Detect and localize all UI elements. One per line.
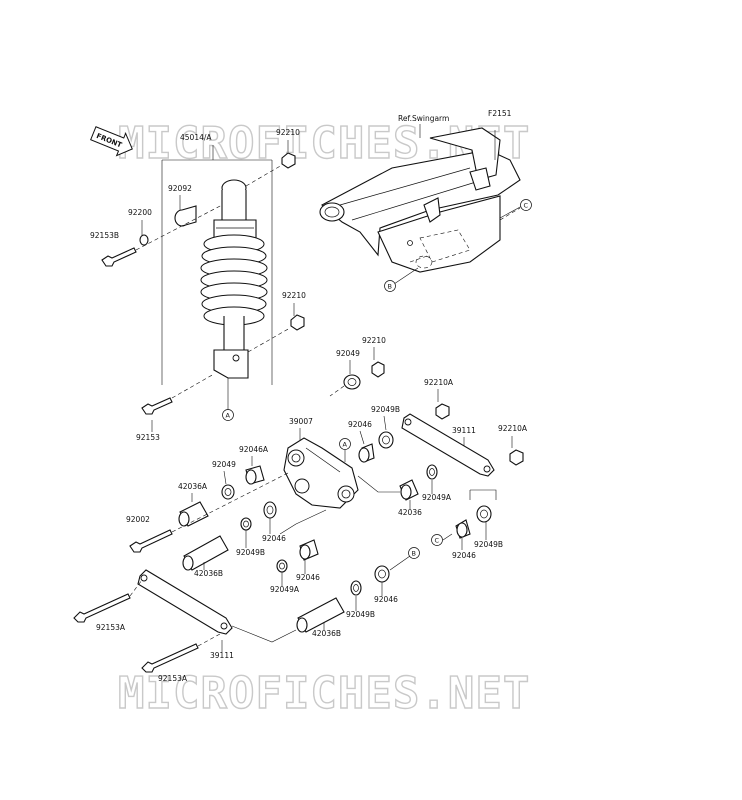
swingarm-reference xyxy=(319,127,521,273)
label-92200: 92200 xyxy=(128,208,152,217)
figure-code: F2151 xyxy=(488,109,512,118)
label-92153B: 92153B xyxy=(90,231,119,240)
label-92210-mid: 92210 xyxy=(282,291,306,300)
label-92046-5: 92046 xyxy=(374,595,398,604)
marker-b-linkage: B xyxy=(412,550,416,558)
tie-rod-39111-right xyxy=(401,413,495,477)
shock-absorber xyxy=(200,179,268,379)
tie-rod-39111-left xyxy=(137,569,233,635)
label-45014A: 45014/A xyxy=(180,133,212,142)
label-92049B-1: 92049B xyxy=(371,405,400,414)
label-92049B-3: 92049B xyxy=(236,548,265,557)
label-92049-2: 92049 xyxy=(212,460,236,469)
label-42036: 42036 xyxy=(398,508,422,517)
label-92210A-1: 92210A xyxy=(424,378,454,387)
label-92049-top: 92049 xyxy=(336,349,360,358)
label-42036B-1: 42036B xyxy=(194,569,223,578)
label-92046-3: 92046 xyxy=(262,534,286,543)
marker-c-linkage: C xyxy=(435,537,440,545)
marker-c-swingarm: C xyxy=(524,202,529,210)
ref-swingarm-note: Ref.Swingarm xyxy=(398,114,449,123)
label-92049B-4: 92049B xyxy=(346,610,375,619)
label-92046-1: 92046 xyxy=(348,420,372,429)
label-92046-4: 92046 xyxy=(296,573,320,582)
marker-a-rocker: A xyxy=(343,441,348,449)
label-92153A-1: 92153A xyxy=(96,623,126,632)
label-39007: 39007 xyxy=(289,417,313,426)
label-42036B-2: 42036B xyxy=(312,629,341,638)
label-39111-right: 39111 xyxy=(452,426,476,435)
label-92153A-2: 92153A xyxy=(158,674,188,683)
label-92153: 92153 xyxy=(136,433,160,442)
marker-b-swingarm: B xyxy=(388,283,392,291)
label-92210A-2: 92210A xyxy=(498,424,528,433)
label-92210-c: 92210 xyxy=(362,336,386,345)
label-92002: 92002 xyxy=(126,515,150,524)
label-92092: 92092 xyxy=(168,184,192,193)
label-39111-left: 39111 xyxy=(210,651,234,660)
rocker-arm-39007 xyxy=(283,437,359,509)
label-92210-top: 92210 xyxy=(276,128,300,137)
watermark-bottom: MICROFICHES.NET xyxy=(118,668,530,719)
label-92049A-2: 92049A xyxy=(270,585,300,594)
label-92049A-1: 92049A xyxy=(422,493,452,502)
label-92049B-2: 92049B xyxy=(474,540,503,549)
label-42036A: 42036A xyxy=(178,482,208,491)
label-92046A: 92046A xyxy=(239,445,269,454)
marker-a-shock: A xyxy=(226,412,231,420)
label-92046-2: 92046 xyxy=(452,551,476,560)
